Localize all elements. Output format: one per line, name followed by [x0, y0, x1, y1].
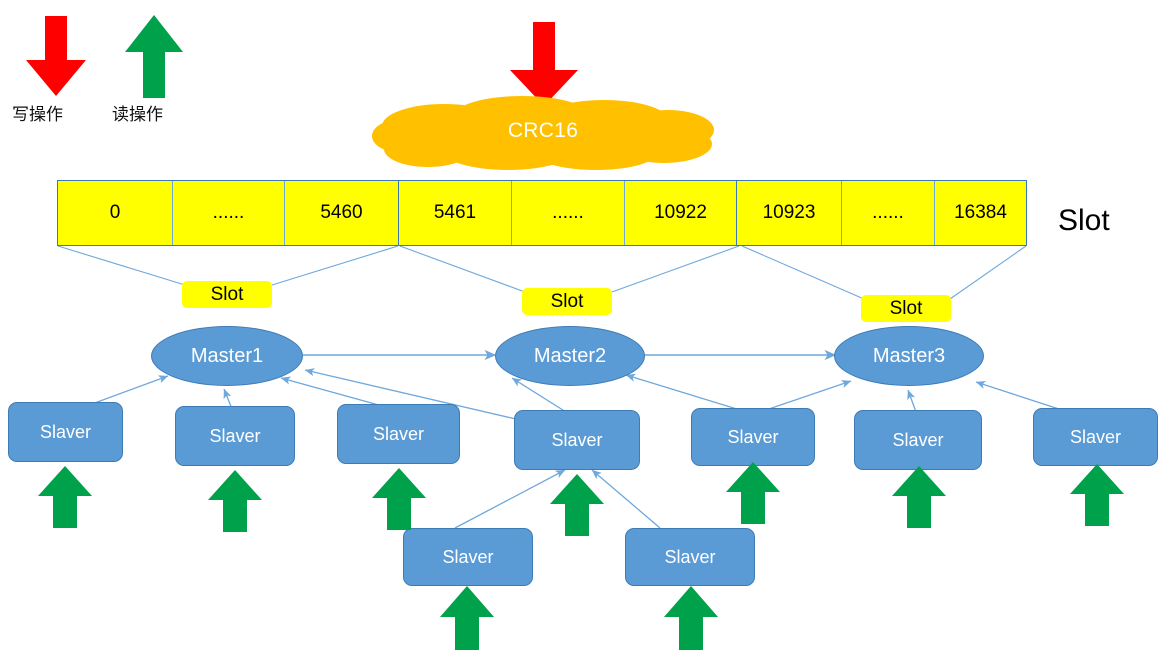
read-arrow-icon: [125, 15, 183, 98]
read-arrow-icon-slaver-4: [550, 474, 604, 536]
slot-tag-master2: Slot: [522, 288, 612, 315]
write-arrow-icon: [26, 16, 86, 96]
slot-cell-6: 10922: [625, 181, 737, 245]
slaver-node-7[interactable]: Slaver: [1033, 408, 1158, 466]
slot-cell-5: ......: [512, 181, 625, 245]
slaver-node-4[interactable]: Slaver: [514, 410, 640, 470]
read-arrow-icon-slaver-8: [440, 586, 494, 650]
slaver-node-1[interactable]: Slaver: [8, 402, 123, 462]
slaver-node-6[interactable]: Slaver: [854, 410, 982, 470]
read-arrow-icon-slaver-6: [892, 466, 946, 528]
legend-write-label: 写操作: [12, 105, 63, 125]
crc16-cloud: CRC16: [372, 92, 714, 170]
slaver-node-9[interactable]: Slaver: [625, 528, 755, 586]
slot-cell-1: 0: [58, 181, 173, 245]
slot-tag-master1: Slot: [182, 281, 272, 308]
slaver-node-3[interactable]: Slaver: [337, 404, 460, 464]
master-node-2[interactable]: Master2: [495, 326, 645, 386]
cloud-shape-icon: [372, 96, 714, 170]
slaver-node-5[interactable]: Slaver: [691, 408, 815, 466]
read-arrow-icon-slaver-3: [372, 468, 426, 530]
read-arrow-icon-slaver-9: [664, 586, 718, 650]
read-arrow-icon-slaver-5: [726, 462, 780, 524]
slot-cell-8: ......: [842, 181, 935, 245]
read-arrow-icon-slaver-2: [208, 470, 262, 532]
read-arrow-icon-slaver-7: [1070, 464, 1124, 526]
legend-read-label: 读操作: [112, 105, 163, 125]
slaver-node-8[interactable]: Slaver: [403, 528, 533, 586]
master-node-1[interactable]: Master1: [151, 326, 303, 386]
slot-cell-9: 16384: [935, 181, 1026, 245]
read-arrow-icon-slaver-1: [38, 466, 92, 528]
slot-bar-title: Slot: [1058, 204, 1110, 237]
slot-cell-3: 5460: [285, 181, 399, 245]
slaver-node-2[interactable]: Slaver: [175, 406, 295, 466]
cloud-write-arrow-icon: [510, 22, 578, 106]
master-node-3[interactable]: Master3: [834, 326, 984, 386]
slot-cell-2: ......: [173, 181, 285, 245]
slot-cell-7: 10923: [737, 181, 842, 245]
slot-tag-master3: Slot: [861, 295, 951, 322]
cloud-label: CRC16: [507, 119, 579, 142]
slot-cell-4: 5461: [399, 181, 512, 245]
